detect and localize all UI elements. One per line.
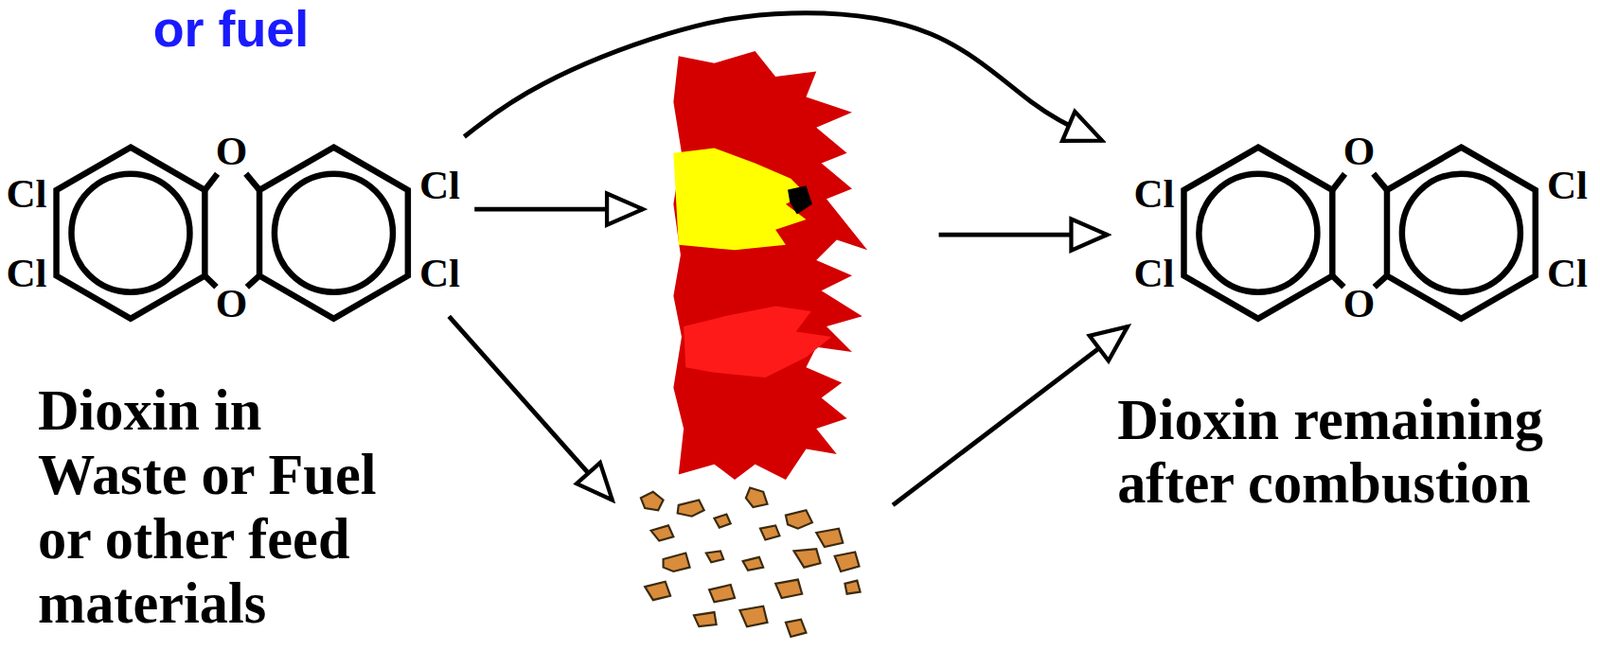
benzene-ring <box>56 146 206 319</box>
ash-piece <box>677 499 705 516</box>
molecule-node: ClClOOClClDioxin in Waste or Fuel or oth… <box>0 112 464 642</box>
ash-piece <box>760 525 780 540</box>
atom-label: Cl <box>1542 250 1594 296</box>
molecule-node: ClClOOClClDioxin remaining after combust… <box>1102 112 1599 523</box>
flame-core <box>673 147 806 250</box>
ash-piece <box>785 620 807 638</box>
oxygen-bond <box>1374 275 1387 287</box>
flame-soot <box>787 185 813 214</box>
arrow-into-flame <box>474 207 643 213</box>
oxygen-bond <box>204 275 216 287</box>
note-label: or fuel <box>153 0 310 59</box>
atom-label: O <box>1333 128 1386 174</box>
flame-body <box>673 51 868 480</box>
atom-label: Cl <box>414 250 466 296</box>
flame <box>673 51 868 480</box>
ash-piece <box>835 551 860 571</box>
node-caption: Dioxin remaining after combustion <box>1117 388 1582 517</box>
atom-label: Cl <box>0 250 53 296</box>
ash-piece <box>644 582 671 601</box>
atom-label: O <box>1333 281 1386 326</box>
oxygen-bond <box>246 173 260 190</box>
oxygen-bond <box>1332 173 1345 190</box>
ash-piece <box>651 525 675 541</box>
ash-particles <box>640 488 861 638</box>
ash-piece <box>775 580 802 599</box>
oxygen-bond <box>1373 173 1387 190</box>
ash-piece <box>739 606 767 628</box>
arrow-to-ash <box>448 316 612 500</box>
benzene-ring <box>259 146 409 319</box>
ash-piece <box>709 585 735 603</box>
arrow-out-of-flame <box>939 232 1108 238</box>
atom-label: Cl <box>1542 162 1594 208</box>
ash-piece <box>794 549 821 568</box>
flame-bright <box>683 306 832 378</box>
ash-piece <box>713 515 730 529</box>
aromatic-circle <box>1402 173 1521 292</box>
ash-piece <box>706 551 724 563</box>
atom-label: Cl <box>1128 171 1180 216</box>
ash-piece <box>746 488 768 508</box>
atom-label: O <box>206 128 258 174</box>
ash-piece <box>785 510 813 529</box>
process-arrows <box>448 209 1128 506</box>
node-caption: Dioxin in Waste or Fuel or other feed ma… <box>37 378 406 637</box>
ash-piece <box>640 492 664 511</box>
benzene-ring <box>1184 146 1334 319</box>
atom-label: O <box>206 281 258 326</box>
ash-piece <box>743 557 765 571</box>
benzene-ring <box>1386 146 1536 319</box>
ash-piece <box>663 553 691 572</box>
oxygen-bond <box>1332 275 1344 287</box>
aromatic-circle <box>1198 173 1317 292</box>
arrow-from-ash <box>892 326 1128 506</box>
atom-label: Cl <box>414 162 466 208</box>
aromatic-circle <box>71 173 190 292</box>
oxygen-bond <box>204 173 217 190</box>
ash-piece <box>816 529 843 548</box>
ash-piece <box>693 612 717 627</box>
atom-label: Cl <box>1128 250 1180 296</box>
oxygen-bond <box>247 275 260 287</box>
bypass-arrow <box>463 13 1103 142</box>
aromatic-circle <box>274 173 393 292</box>
ash-piece <box>844 581 860 595</box>
atom-label: Cl <box>0 171 53 216</box>
